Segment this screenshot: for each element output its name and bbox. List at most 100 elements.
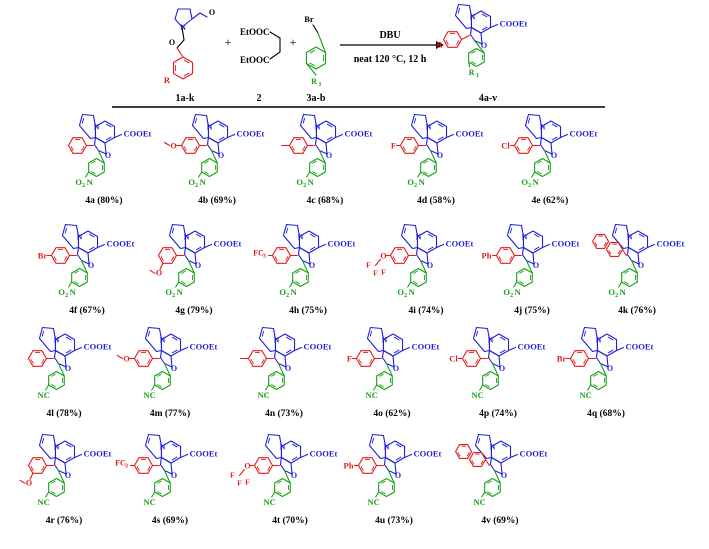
double-bond <box>393 336 400 341</box>
double-bond <box>181 281 186 285</box>
furan-ring <box>314 136 328 155</box>
furan-ring <box>159 349 173 368</box>
bond <box>29 472 34 480</box>
double-bond <box>614 227 618 234</box>
double-bond <box>204 171 209 175</box>
product-label: 4q (68%) <box>587 408 625 419</box>
double-bond <box>499 349 506 354</box>
core-nitrogen: N <box>54 336 60 345</box>
double-bond <box>204 160 209 164</box>
chloro-label: Cl <box>501 141 510 151</box>
benzyl-ring <box>376 370 393 391</box>
double-bond <box>291 456 298 461</box>
furan-oxygen: O <box>171 471 177 480</box>
double-bond <box>312 160 317 164</box>
double-bond <box>136 466 140 471</box>
double-bond <box>250 359 254 364</box>
benzyl-ring <box>420 157 437 178</box>
double-bond <box>309 246 316 251</box>
product-id: 4s <box>152 516 163 526</box>
benzyl-ring <box>48 477 65 498</box>
bond <box>187 259 195 274</box>
ester-bond <box>179 346 189 352</box>
double-bond <box>379 384 384 388</box>
ester-bond <box>179 453 189 459</box>
benzyl-ring <box>201 157 218 178</box>
nitro-subscript: 2 <box>303 183 306 189</box>
double-bond <box>302 117 306 124</box>
ester-bond <box>73 453 83 459</box>
double-bond <box>309 233 316 238</box>
bond <box>460 34 471 41</box>
core-nitrogen: N <box>426 123 432 132</box>
double-bond <box>481 26 488 31</box>
furan-ring <box>279 456 293 475</box>
bond <box>531 171 536 178</box>
product-id: 4v <box>481 516 493 526</box>
double-bond <box>608 250 612 255</box>
core-nitrogen: N <box>160 443 166 452</box>
bond <box>57 362 65 377</box>
double-bond <box>171 336 178 341</box>
double-bond <box>369 359 373 364</box>
double-bond <box>277 480 282 484</box>
double-bond <box>91 160 96 164</box>
double-bond <box>171 349 178 354</box>
aryl-ring <box>67 137 88 154</box>
double-bond <box>105 136 112 141</box>
pyrrole-ring <box>174 8 193 28</box>
trifluoromethyl-subscript: 3 <box>263 254 266 260</box>
double-bond <box>481 13 488 18</box>
double-bond <box>105 123 112 128</box>
reactant-2-top-ester: EtOOC <box>240 27 270 37</box>
bond <box>199 12 208 18</box>
product-id: 4o <box>373 409 385 419</box>
bond <box>543 149 551 164</box>
nitro-oxygen: O <box>279 287 286 297</box>
double-bond <box>70 146 74 151</box>
double-bond <box>519 270 524 274</box>
double-bond <box>81 117 85 124</box>
product-yield: (68%) <box>318 195 343 206</box>
double-bond <box>593 384 598 388</box>
nitro-nitrogen: N <box>70 287 77 297</box>
benzyl-ring <box>534 157 551 178</box>
double-bond <box>53 256 57 261</box>
ester-bond <box>317 243 327 249</box>
double-bond <box>64 256 68 261</box>
product-label: 4h (75%) <box>289 305 327 316</box>
double-bond <box>519 281 524 285</box>
benzyl-ring <box>274 477 291 498</box>
core-nitrogen: N <box>382 336 388 345</box>
core-nitrogen: N <box>488 336 494 345</box>
ester-bond <box>113 133 123 139</box>
double-bond <box>501 456 508 461</box>
ester-label: COOEt <box>237 129 265 139</box>
double-bond <box>381 480 386 484</box>
furan-oxygen: O <box>501 471 507 480</box>
furan-ring <box>273 349 287 368</box>
nitro-subscript: 2 <box>286 293 289 299</box>
double-bond <box>41 359 45 364</box>
aryl-ring <box>271 247 292 264</box>
double-bond <box>195 233 202 238</box>
bond <box>116 354 124 360</box>
aryl-ring <box>513 137 534 154</box>
double-bond <box>277 491 282 495</box>
product-label: 4t (70%) <box>272 515 308 526</box>
product-benzyl-subscript: 1 <box>476 73 479 79</box>
double-bond <box>475 330 479 337</box>
bond <box>163 469 171 484</box>
fluoro-label: F <box>373 269 378 278</box>
aryl-ring <box>133 350 154 367</box>
furan-oxygen: O <box>195 261 201 270</box>
bond <box>630 259 638 274</box>
reactant-3-subscript: 1 <box>319 82 322 88</box>
bond <box>271 491 276 498</box>
aryl-ring <box>495 247 516 264</box>
ester-bond <box>509 453 519 459</box>
